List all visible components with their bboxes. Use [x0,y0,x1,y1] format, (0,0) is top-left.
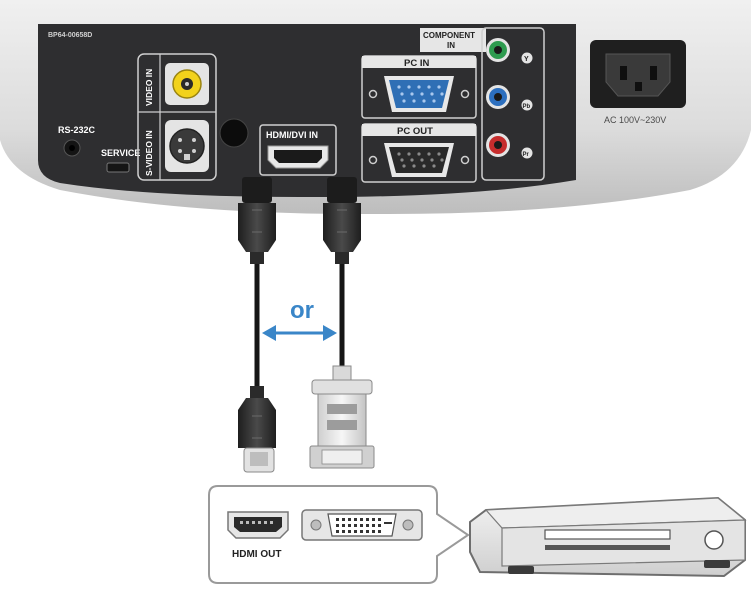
video-in-port [165,63,209,105]
power-rating-label: AC 100V~230V [604,115,666,125]
component-in-label-line2: IN [447,41,455,50]
pc-in-vga-port [368,76,470,112]
source-device-callout: HDMI OUT [208,485,470,584]
disc-tray [544,529,671,540]
hdmi-dvi-in-frame [259,124,337,176]
hdmi-out-port [227,511,289,539]
dvi-plug [309,379,375,469]
hdmi-dvi-in-port [267,145,329,169]
pc-in-label: PC IN [404,58,429,69]
hdmi-to-dvi-cable [309,177,375,469]
component-y-label: Y [524,56,529,63]
hdmi-dvi-in-label: HDMI/DVI IN [266,130,318,140]
device-knob [704,530,724,550]
pc-out-label: PC OUT [397,126,433,137]
dvi-out-port [301,509,423,541]
service-label: SERVICE [101,148,140,158]
video-in-label: VIDEO IN [144,69,154,106]
hdmi-out-label: HDMI OUT [232,549,281,560]
source-device [469,496,747,578]
component-pb-port [486,85,510,109]
svideo-in-port [165,120,209,172]
av-input-frame [137,53,217,181]
ac-power-inlet [590,40,686,108]
component-in-frame [420,28,486,52]
component-in-label-line1: COMPONENT [423,31,475,40]
rs232c-label: RS-232C [58,125,96,135]
pc-out-vga-port [368,143,470,177]
or-label: or [290,297,314,324]
component-pr-label: Pr [523,152,530,158]
component-y-port [486,38,510,62]
component-pb-label: Pb [523,104,531,110]
panel-round-button [219,118,249,148]
service-port [106,162,130,173]
component-pr-port [486,133,510,157]
svideo-in-label: S-VIDEO IN [144,130,154,176]
model-code-label: BP64-00658D [48,32,92,39]
hdmi-cable [238,177,276,473]
double-arrow [262,325,337,341]
projector-rear: BP64-00658D RS-232C SERVICE VIDEO IN S-V… [0,0,751,215]
